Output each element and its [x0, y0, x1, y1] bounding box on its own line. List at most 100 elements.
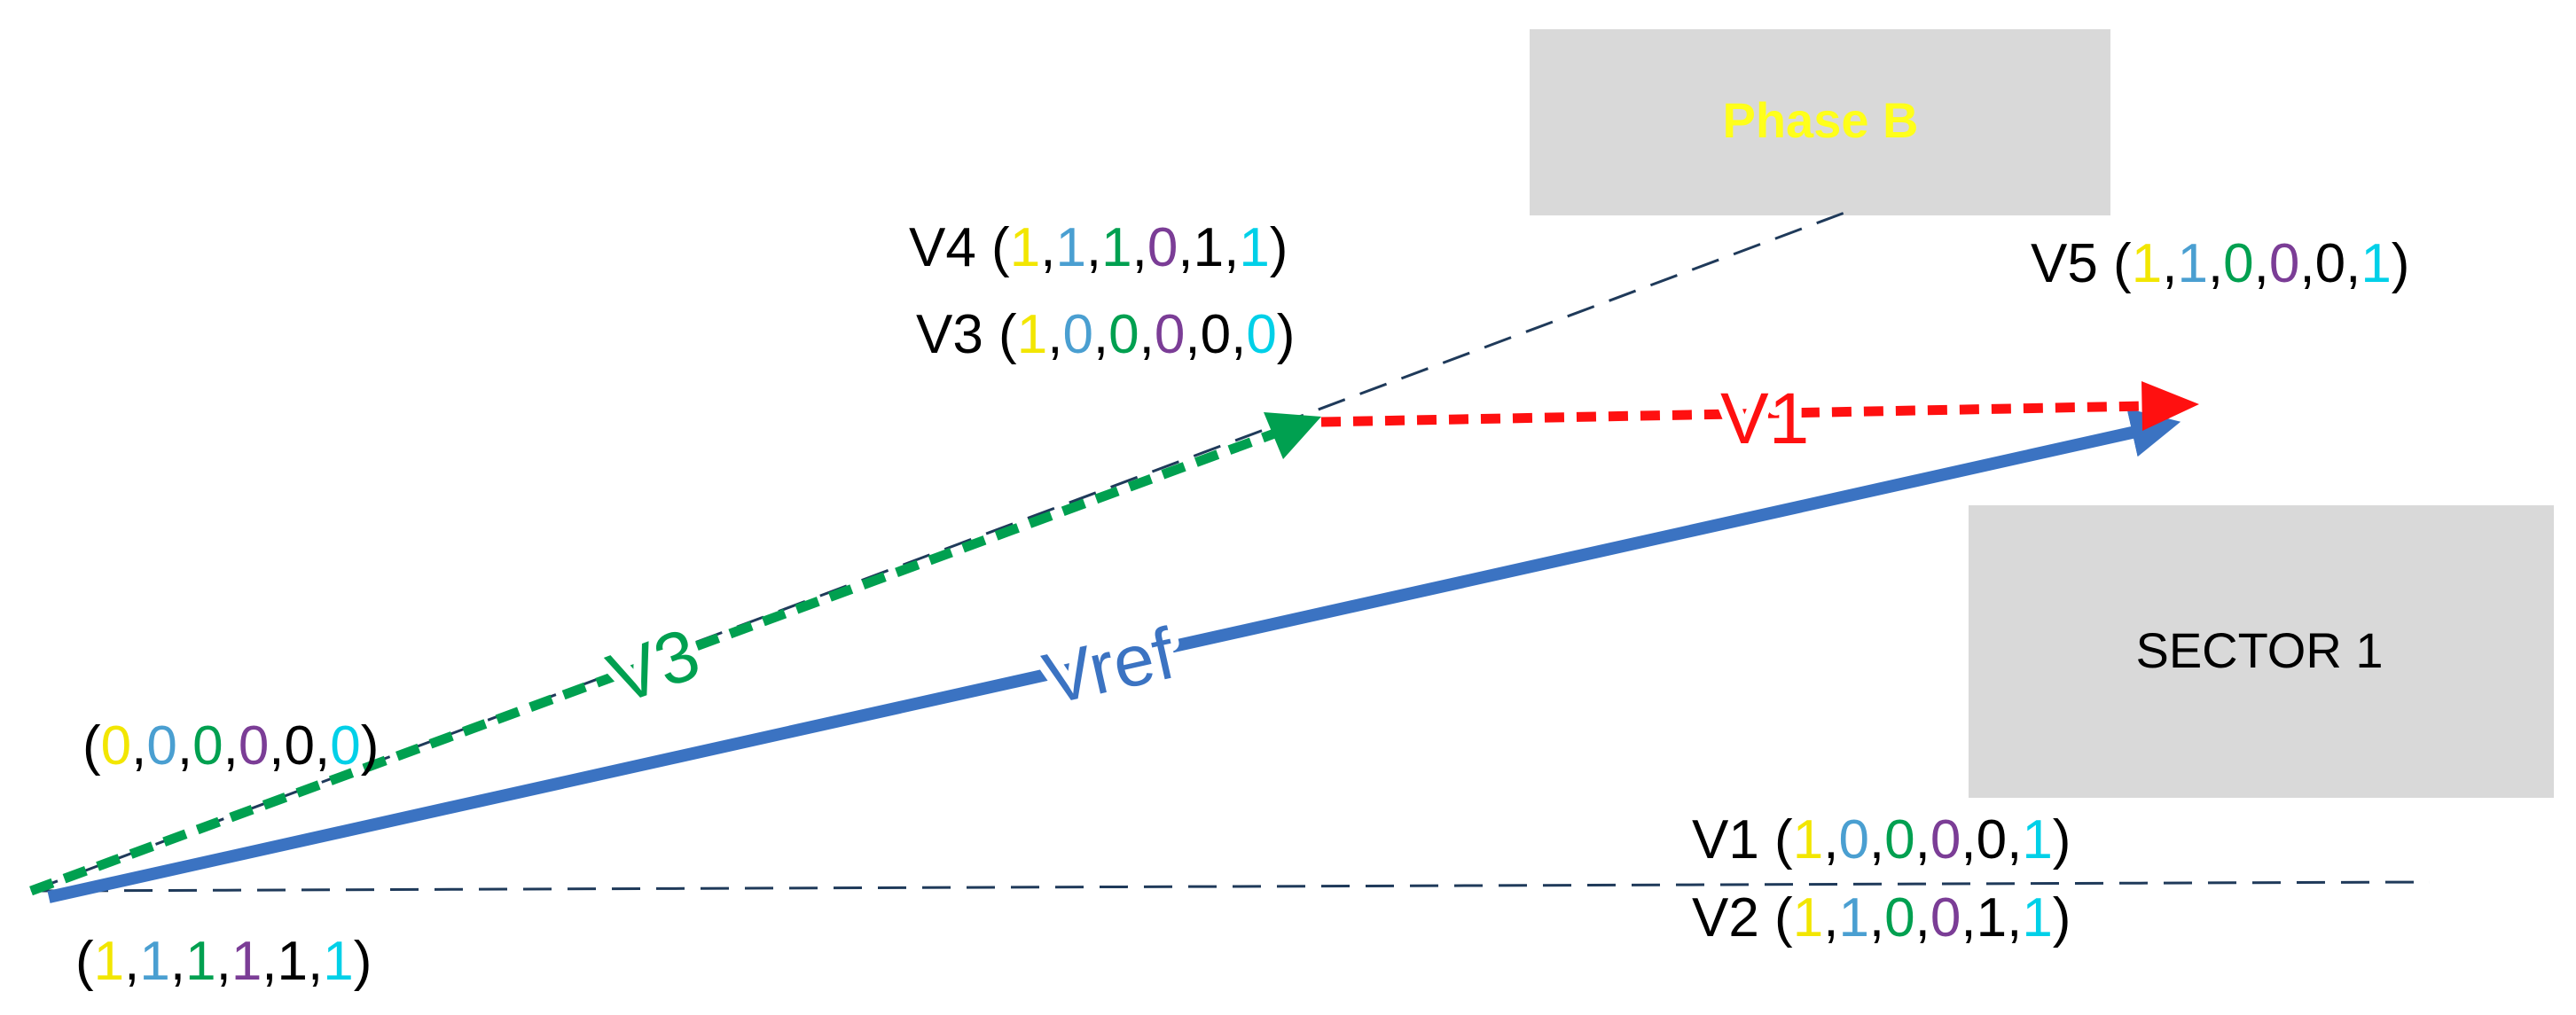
- state-prefix: V5 (: [2031, 233, 2132, 294]
- state-bit: 0: [1201, 304, 1231, 365]
- state-prefix: V4 (: [909, 217, 1010, 278]
- state-bit: 1: [139, 931, 169, 992]
- state-bit: 0: [1930, 809, 1961, 871]
- state-bit: 1: [1793, 809, 1823, 871]
- state-label-v5: V5 (1,1,0,0,0,1): [2031, 233, 2409, 294]
- state-bit: 1: [1838, 887, 1868, 949]
- v1-vector: [1320, 401, 2147, 427]
- state-separator: ,: [124, 931, 139, 992]
- state-bit: 1: [1055, 217, 1085, 278]
- state-separator: ,: [1869, 809, 1884, 871]
- state-bit: 0: [192, 715, 223, 777]
- state-label-v3: V3 (1,0,0,0,0,0): [916, 304, 1295, 365]
- state-separator: ,: [2299, 233, 2314, 294]
- sector-1-box: SECTOR 1: [1969, 505, 2554, 798]
- state-separator: ,: [1178, 217, 1193, 278]
- state-separator: ,: [1224, 217, 1239, 278]
- state-separator: ,: [1139, 304, 1155, 365]
- state-bit: 1: [1239, 217, 1269, 278]
- state-bit: 0: [1930, 887, 1961, 949]
- state-separator: ): [361, 715, 380, 777]
- state-bit: 1: [2177, 233, 2207, 294]
- v1-label: V1: [1720, 379, 1809, 459]
- state-separator: ): [1277, 304, 1296, 365]
- state-bit: 1: [2022, 809, 2052, 871]
- state-bit: 0: [1838, 809, 1868, 871]
- state-label-v4: V4 (1,1,1,0,1,1): [909, 217, 1288, 278]
- state-bit: 1: [185, 931, 215, 992]
- state-separator: ,: [315, 715, 330, 777]
- state-bit: 0: [330, 715, 360, 777]
- state-separator: ,: [269, 715, 284, 777]
- state-prefix: (: [75, 931, 94, 992]
- state-separator: ,: [1915, 809, 1930, 871]
- state-bit: 1: [2361, 233, 2391, 294]
- state-bit: 1: [278, 931, 308, 992]
- state-bit: 1: [231, 931, 262, 992]
- state-separator: ,: [1961, 809, 1976, 871]
- sector-lower-boundary-line: [35, 880, 2431, 893]
- state-bit: 0: [239, 715, 269, 777]
- state-bit: 0: [2269, 233, 2299, 294]
- phase-b-box-rect: [1530, 29, 2110, 215]
- state-bit: 1: [1010, 217, 1040, 278]
- state-prefix: V3 (: [916, 304, 1017, 365]
- state-bit: 0: [285, 715, 315, 777]
- state-label-v1: V1 (1,0,0,0,0,1): [1692, 809, 2071, 871]
- state-bit: 1: [2132, 233, 2162, 294]
- state-separator: ,: [1086, 217, 1101, 278]
- state-bit: 1: [1017, 304, 1047, 365]
- state-separator: ,: [1047, 304, 1062, 365]
- v3-label-group: V3: [591, 605, 718, 728]
- state-bit: 1: [2022, 887, 2052, 949]
- phase-b-label: Phase B: [1723, 92, 1919, 148]
- v1-arrowhead: [2141, 381, 2199, 431]
- state-separator: ,: [1132, 217, 1147, 278]
- state-bit: 0: [1884, 887, 1914, 949]
- state-bit: 1: [1101, 217, 1131, 278]
- state-separator: ): [354, 931, 372, 992]
- state-separator: ,: [2345, 233, 2361, 294]
- state-separator: ,: [1915, 887, 1930, 949]
- state-prefix: V2 (: [1692, 887, 1793, 949]
- state-bit: 0: [146, 715, 176, 777]
- vref-label-group: Vref: [1029, 605, 1190, 729]
- state-bit: 1: [1194, 217, 1224, 278]
- state-separator: ,: [262, 931, 277, 992]
- sector-1-label: SECTOR 1: [2135, 622, 2383, 678]
- state-separator: ,: [216, 931, 231, 992]
- state-separator: ,: [1040, 217, 1055, 278]
- v3-label: V3: [599, 613, 710, 720]
- state-bit: 0: [1246, 304, 1276, 365]
- sector-1-box-rect: [1969, 505, 2554, 798]
- state-separator: ,: [1093, 304, 1108, 365]
- state-bit: 1: [1977, 887, 2007, 949]
- state-separator: ,: [1823, 809, 1838, 871]
- state-bit: 0: [1155, 304, 1185, 365]
- state-separator: ,: [1961, 887, 1976, 949]
- vref-vector: [47, 408, 2181, 903]
- state-separator: ,: [1823, 887, 1838, 949]
- v3-vector: [29, 427, 1279, 896]
- state-separator: ,: [1185, 304, 1200, 365]
- state-separator: ,: [170, 931, 185, 992]
- state-separator: ): [2053, 887, 2071, 949]
- state-separator: ,: [1869, 887, 1884, 949]
- state-separator: ,: [2007, 887, 2022, 949]
- state-label-seven: (1,1,1,1,1,1): [75, 931, 372, 992]
- state-separator: ,: [2254, 233, 2269, 294]
- state-bit: 1: [1793, 887, 1823, 949]
- state-separator: ,: [2162, 233, 2177, 294]
- state-bit: 0: [1147, 217, 1178, 278]
- state-bit: 1: [323, 931, 353, 992]
- state-bit: 1: [94, 931, 124, 992]
- state-separator: ,: [2208, 233, 2223, 294]
- v1-label-group: V1: [1712, 371, 1817, 467]
- state-bit: 0: [1884, 809, 1914, 871]
- state-prefix: V1 (: [1692, 809, 1793, 871]
- state-bit: 0: [1062, 304, 1092, 365]
- state-separator: ,: [308, 931, 323, 992]
- state-bit: 0: [2315, 233, 2345, 294]
- state-bit: 0: [1108, 304, 1139, 365]
